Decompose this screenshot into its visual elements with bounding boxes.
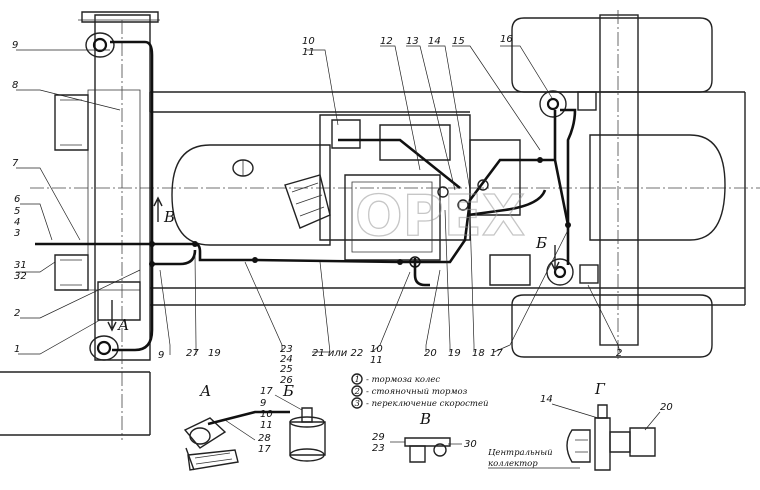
callout-16: 16 [500,34,513,45]
view-b-callout-10: 10 [260,409,273,420]
callout-14: 14 [428,36,441,47]
fuel-tank [171,144,331,246]
callout-5: 5 [14,206,20,217]
callout-18: 18 [472,348,485,359]
callout-9-bottom: 9 [158,350,164,361]
callout-1: 1 [14,344,20,355]
callout-15: 15 [452,36,465,47]
rear-axle [511,10,726,360]
legend-mark-2: 2 [354,387,360,397]
view-b-callout-11: 11 [260,420,273,431]
callout-2-right: 2 [616,348,622,359]
legend-text-2: - стояночный тормоз [366,387,468,397]
legend-text-1: - тормоза колес [366,375,440,385]
detail-view-b: Б 17 9 10 11 [260,382,326,462]
callout-12: 12 [380,36,393,47]
view-a-callout-28: 28 [258,433,271,444]
callout-23: 23 [280,344,293,355]
callout-8: 8 [12,80,18,91]
central-collector-label-2: коллектор [488,459,538,469]
callout-24: 24 [280,354,293,365]
detail-view-a: А 28 17 [183,382,290,471]
view-v-callout-29: 29 [372,432,385,443]
front-axle [0,11,160,440]
callout-11-top: 11 [302,47,315,58]
legend: 1 - тормоза колес 2 - стояночный тормоз … [351,373,488,409]
callout-17: 17 [490,348,503,359]
leader-lines [16,45,621,355]
view-title-g: Г [594,380,606,398]
view-arrow-letter-a: А [117,316,129,334]
callout-21-22: 21 или 22 [312,348,363,359]
callout-10-bottom: 10 [370,344,383,355]
view-v-callout-30: 30 [464,439,477,450]
view-arrows: В А Б [107,196,560,334]
detail-view-g: Г 14 20 Центральный коллектор [488,380,673,471]
view-arrow-letter-v: В [163,208,175,226]
callout-4: 4 [14,217,20,228]
callout-19-right: 19 [448,348,461,359]
callout-27: 27 [186,348,199,359]
callout-13: 13 [406,36,419,47]
callout-32: 32 [14,271,27,282]
callout-26: 26 [280,375,293,386]
view-g-callout-14: 14 [540,394,553,405]
view-a-callout-17: 17 [258,444,271,455]
callout-25: 25 [280,364,293,375]
detail-view-v: В 29 23 30 [372,410,477,463]
callout-numbers: 9 8 7 6 5 4 3 31 32 2 1 10 11 12 13 14 1… [12,34,622,386]
view-title-a: А [199,382,211,400]
callout-11-bottom: 11 [370,355,383,366]
callout-6: 6 [14,194,20,205]
callout-9: 9 [12,40,18,51]
callout-31: 31 [14,260,27,271]
watermark: ОРЕХ [355,184,525,249]
callout-20: 20 [424,348,437,359]
engine-block [284,114,531,286]
legend-text-3: - переключение скоростей [366,399,488,409]
air-lines [35,40,577,352]
view-g-callout-20: 20 [660,402,673,413]
callout-2: 2 [14,308,20,319]
callout-19-left: 19 [208,348,221,359]
callout-3: 3 [14,228,20,239]
callout-10-top: 10 [302,36,315,47]
callout-7: 7 [12,158,19,169]
view-b-callout-17: 17 [260,386,273,397]
view-title-v: В [419,410,431,428]
central-collector-label-1: Центральный [488,448,553,458]
view-b-callout-9: 9 [260,398,266,409]
legend-mark-1: 1 [355,375,360,385]
legend-mark-3: 3 [355,399,360,409]
view-arrow-letter-b: Б [535,234,547,252]
view-title-b: Б [282,382,294,400]
view-v-callout-23: 23 [372,443,385,454]
